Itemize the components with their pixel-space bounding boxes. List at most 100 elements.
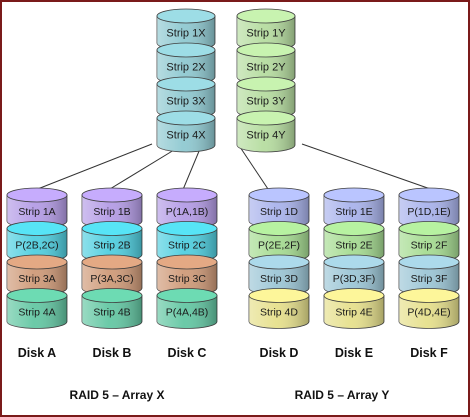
strip-top	[323, 221, 385, 236]
disk-label: Disk C	[168, 346, 207, 360]
strip-segment: Strip 1Y	[236, 8, 296, 51]
strip-label: Strip 3X	[166, 96, 206, 108]
strip-shading	[399, 262, 459, 295]
strip-top	[236, 8, 296, 24]
strip-segment: Strip 1B	[81, 187, 143, 229]
strip-label: P(2E,2F)	[258, 240, 300, 252]
connector-line	[104, 149, 175, 193]
strip-shading	[7, 295, 67, 329]
stack-x: Strip 1X Strip 2X Strip 3X Strip 4X	[156, 8, 216, 153]
strip-shading	[157, 295, 217, 329]
strip-label: Strip 3Y	[246, 96, 286, 108]
strip-segment: Strip 4D	[248, 288, 310, 329]
strip-segment: P(4A,4B)	[156, 288, 218, 329]
strip-label: Strip 2F	[411, 240, 448, 252]
strip-segment: Strip 3Y	[236, 76, 296, 119]
strip-label: Strip 2C	[168, 240, 206, 252]
strip-shading	[157, 228, 217, 262]
strip-label: Strip 4Y	[246, 130, 286, 142]
strip-label: Strip 3D	[260, 273, 298, 285]
strip-shading	[157, 84, 215, 118]
strip-top	[81, 221, 143, 236]
strip-segment: Strip 4X	[156, 110, 216, 153]
strip-label: Strip 1E	[335, 206, 372, 218]
strip-shading	[157, 50, 215, 84]
strip-shading	[237, 118, 295, 152]
strip-top	[156, 221, 218, 236]
strip-segment: Strip 3F	[398, 254, 460, 296]
strip-top	[398, 254, 460, 270]
strip-segment: Strip 1D	[248, 187, 310, 229]
disk-disk-a: Strip 1A P(2B,2C) Strip 3A Strip 4A	[6, 187, 68, 329]
strip-shading	[324, 228, 384, 262]
stack-y: Strip 1Y Strip 2Y Strip 3Y Strip 4Y	[236, 8, 296, 153]
strip-segment: Strip 1X	[156, 8, 216, 51]
cylinders: Strip 1X Strip 2X Strip 3X Strip 4X Strip 1Y…	[6, 8, 460, 329]
strip-shading	[157, 195, 217, 228]
strip-label: Strip 4E	[335, 307, 372, 319]
strip-top	[236, 110, 296, 126]
strip-shading	[157, 262, 217, 295]
strip-top	[323, 288, 385, 303]
strip-segment: P(4D,4E)	[398, 288, 460, 329]
strip-shading	[82, 195, 142, 228]
strip-top	[156, 42, 216, 58]
strip-shading	[157, 118, 215, 152]
strip-segment: Strip 3X	[156, 76, 216, 119]
strip-segment: Strip 2B	[81, 221, 143, 262]
strip-shading	[399, 195, 459, 228]
strip-label: Strip 1D	[260, 206, 298, 218]
strip-segment: Strip 4A	[6, 288, 68, 329]
strip-top	[6, 221, 68, 236]
array-label: RAID 5 – Array X	[70, 388, 165, 402]
strip-label: P(2B,2C)	[15, 240, 58, 252]
strip-shading	[324, 262, 384, 295]
disk-label: Disk F	[410, 346, 448, 360]
strip-segment: P(3A,3C)	[81, 254, 143, 296]
strip-segment: P(2E,2F)	[248, 221, 310, 262]
strip-label: Strip 1B	[93, 206, 130, 218]
strip-shading	[399, 228, 459, 262]
strip-segment: Strip 3A	[6, 254, 68, 296]
strip-top	[156, 254, 218, 270]
strip-top	[6, 187, 68, 203]
disk-label: Disk B	[93, 346, 132, 360]
strip-shading	[249, 228, 309, 262]
strip-label: Strip 3F	[411, 273, 448, 285]
strip-top	[81, 288, 143, 303]
strip-segment: Strip 3C	[156, 254, 218, 296]
strip-label: Strip 4D	[260, 307, 298, 319]
strip-label: Strip 4B	[93, 307, 130, 319]
strip-top	[81, 187, 143, 203]
strip-label: P(4D,4E)	[407, 307, 450, 319]
strip-segment: Strip 1A	[6, 187, 68, 229]
strip-top	[6, 254, 68, 270]
strip-shading	[7, 228, 67, 262]
strip-shading	[237, 50, 295, 84]
disk-label: Disk D	[260, 346, 299, 360]
strip-top	[398, 288, 460, 303]
disk-label: Disk A	[18, 346, 56, 360]
strip-top	[236, 42, 296, 58]
strip-shading	[82, 295, 142, 329]
strip-top	[156, 187, 218, 203]
strip-label: Strip 3A	[18, 273, 55, 285]
strip-label: Strip 2Y	[246, 62, 286, 74]
strip-top	[156, 8, 216, 24]
strip-top	[236, 76, 296, 92]
strip-shading	[237, 84, 295, 118]
strip-label: Strip 2X	[166, 62, 206, 74]
strip-segment: Strip 2Y	[236, 42, 296, 85]
strip-shading	[7, 195, 67, 228]
connector-lines	[29, 143, 440, 193]
strip-shading	[249, 262, 309, 295]
strip-shading	[7, 262, 67, 295]
disk-disk-b: Strip 1B Strip 2BP(3A,3C) Strip 4B	[81, 187, 143, 329]
strip-label: Strip 1A	[18, 206, 55, 218]
strip-segment: Strip 2X	[156, 42, 216, 85]
